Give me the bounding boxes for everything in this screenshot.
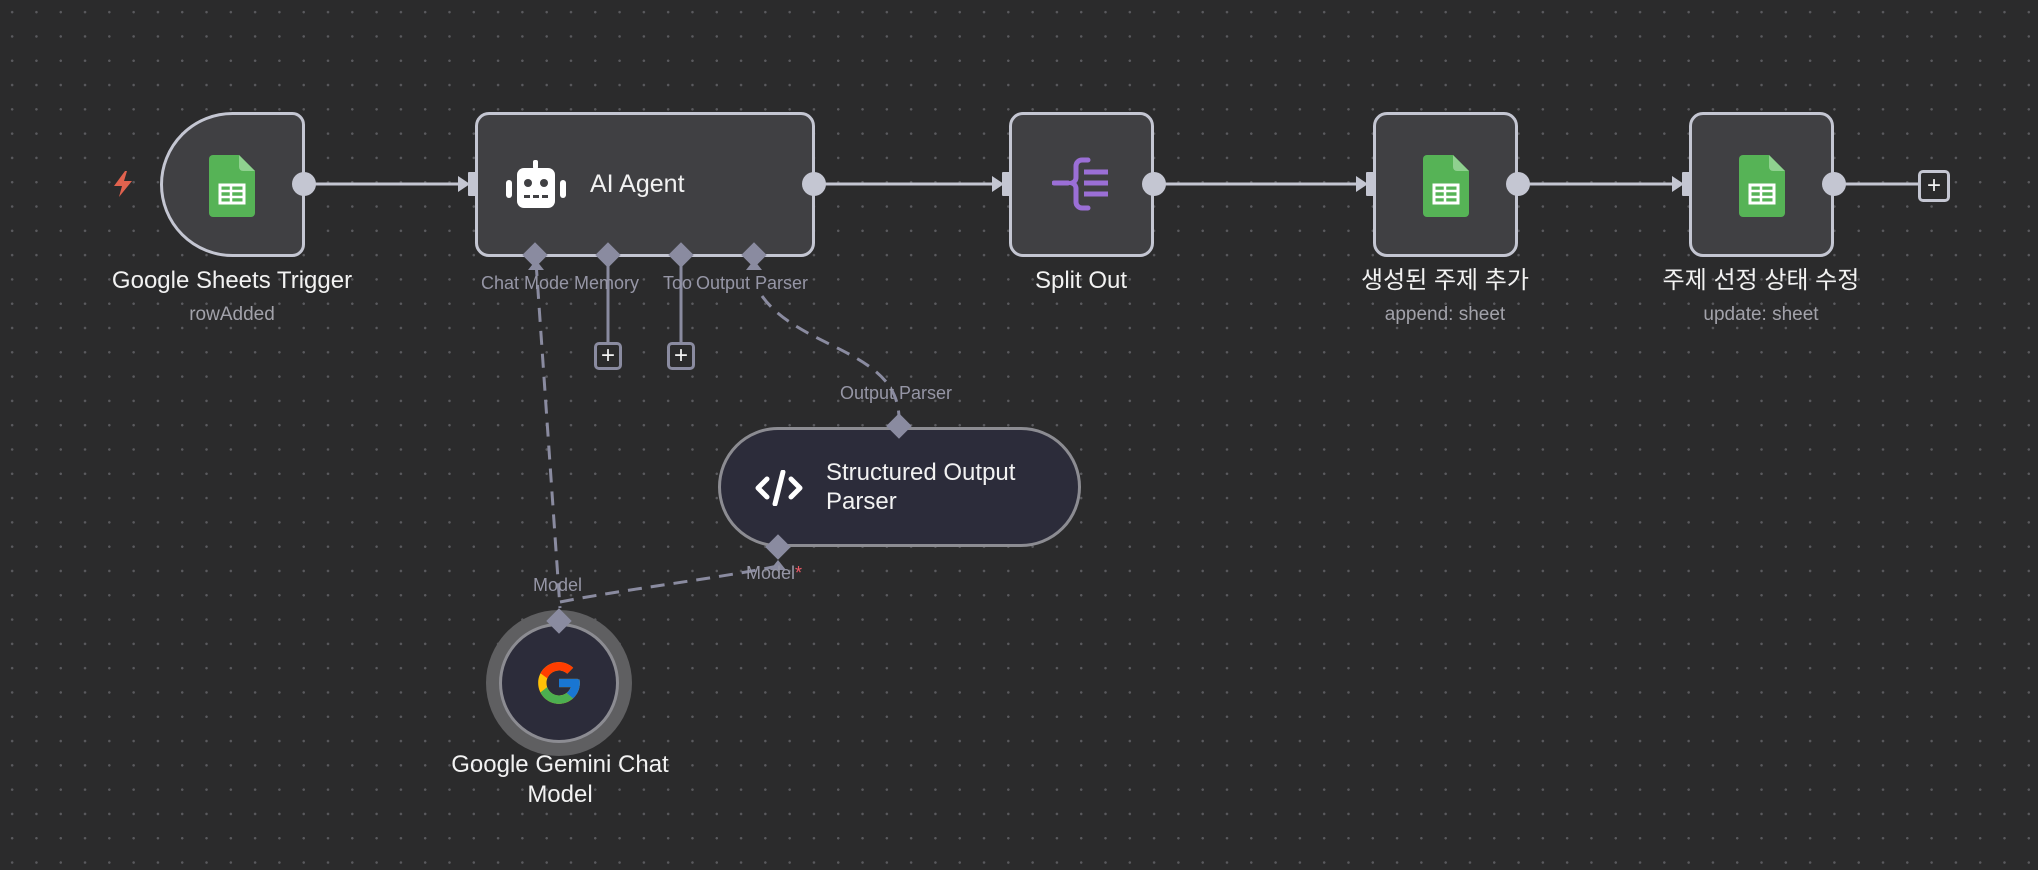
node-title: 주제 선정 상태 수정 (1662, 267, 1860, 294)
output-handle-trigger[interactable] (292, 172, 316, 196)
output-handle-append[interactable] (1506, 172, 1530, 196)
node-update-sheet[interactable] (1689, 112, 1834, 257)
node-title: 생성된 주제 추가 (1361, 267, 1529, 294)
port-label-output-parser: Output Parser (696, 273, 809, 293)
node-title-line1: Google Gemini Chat (451, 751, 669, 778)
port-label-gemini-model: Model (533, 575, 583, 595)
node-google-gemini-chat-model[interactable] (499, 623, 619, 743)
node-append-sheet[interactable] (1373, 112, 1518, 257)
port-label-tools: Too (663, 273, 693, 293)
input-handle-agent[interactable] (468, 172, 479, 196)
node-subtitle: update: sheet (1703, 304, 1819, 325)
trigger-bolt-icon (114, 171, 132, 197)
output-handle-update[interactable] (1822, 172, 1846, 196)
node-title-line1: Structured Output (826, 459, 1016, 486)
google-sheets-icon (1423, 155, 1469, 217)
required-asterisk: * (795, 563, 803, 583)
input-handle-splitout[interactable] (1002, 172, 1013, 196)
node-title-line2: Parser (826, 488, 897, 515)
input-handle-update[interactable] (1682, 172, 1693, 196)
edge-gemini-to-chatmodel (534, 261, 562, 609)
google-sheets-icon (1739, 155, 1785, 217)
code-icon (755, 470, 803, 506)
split-out-icon (1052, 157, 1108, 211)
node-subtitle: rowAdded (189, 304, 275, 325)
google-g-icon (538, 662, 580, 704)
port-label-chat-model: Chat Mode (481, 273, 570, 293)
node-title: Google Sheets Trigger (111, 267, 353, 294)
add-next-node-button[interactable]: + (1918, 170, 1950, 202)
node-split-out[interactable] (1009, 112, 1154, 257)
port-label-parser-model: Model* (746, 563, 802, 584)
google-sheets-icon (209, 155, 255, 217)
add-memory-button[interactable]: + (594, 342, 622, 370)
node-ai-agent[interactable]: AI Agent (475, 112, 815, 257)
input-handle-append[interactable] (1366, 172, 1377, 196)
port-label-memory: Memory (574, 273, 640, 293)
node-subtitle: append: sheet (1384, 304, 1506, 325)
output-handle-splitout[interactable] (1142, 172, 1166, 196)
node-title-line2: Model (527, 781, 593, 808)
node-structured-output-parser[interactable]: Structured Output Parser (718, 427, 1081, 547)
node-title: AI Agent (590, 170, 685, 198)
node-google-sheets-trigger[interactable] (160, 112, 305, 257)
port-label-text: Model (746, 563, 796, 583)
add-tool-button[interactable]: + (667, 342, 695, 370)
node-title: Split Out (1034, 267, 1128, 294)
output-handle-agent[interactable] (802, 172, 826, 196)
robot-icon (506, 160, 566, 208)
port-label-output-parser-in: Output Parser (840, 383, 953, 403)
